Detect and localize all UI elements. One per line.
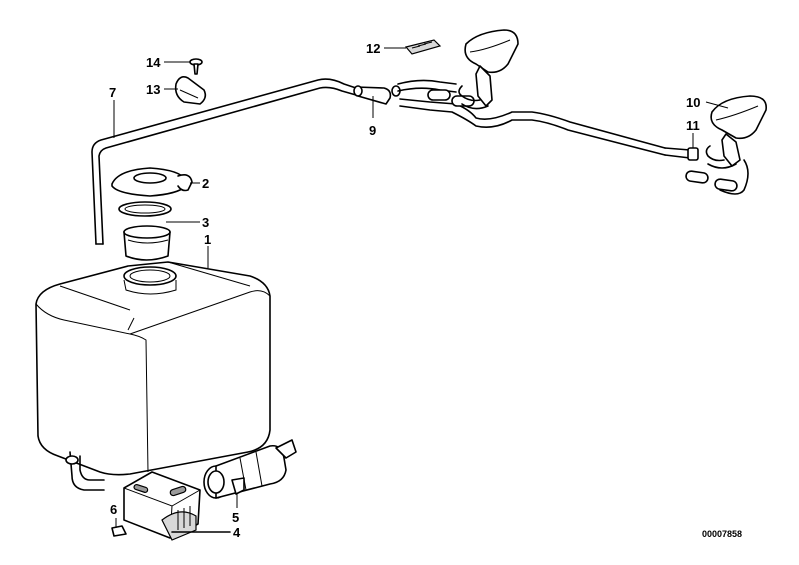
- label-6: 6: [110, 502, 117, 517]
- label-2: 2: [202, 176, 209, 191]
- sieve-3: [123, 225, 171, 261]
- label-14: 14: [146, 55, 161, 70]
- clip-13: [174, 76, 207, 105]
- leader-lines: [113, 47, 729, 528]
- connector-9: [353, 85, 401, 105]
- label-12: 12: [366, 41, 380, 56]
- grommet-11: [687, 147, 699, 161]
- grommet-6: [111, 525, 127, 537]
- label-1: 1: [204, 232, 211, 247]
- label-4: 4: [233, 525, 241, 540]
- pump-5: [203, 439, 297, 499]
- bracket-4: [123, 471, 231, 541]
- label-13: 13: [146, 82, 160, 97]
- hose-7: [91, 78, 357, 245]
- label-10: 10: [686, 95, 700, 110]
- nozzle-upper: [458, 29, 519, 110]
- reservoir-1: [35, 261, 271, 491]
- label-3: 3: [202, 215, 209, 230]
- labels: 14 13 7 12 9 10 11 2 3 1 5 6 4 00007858: [109, 41, 742, 540]
- label-9: 9: [369, 123, 376, 138]
- clip-12: [404, 39, 442, 55]
- label-7: 7: [109, 85, 116, 100]
- reference-number: 00007858: [702, 529, 742, 539]
- nozzle-10: [705, 95, 767, 195]
- label-11: 11: [686, 118, 700, 133]
- cap-2: [111, 167, 193, 217]
- hose-connectors: [427, 89, 738, 192]
- label-5: 5: [232, 510, 239, 525]
- rivet-14: [189, 58, 203, 75]
- hose-branch: [397, 79, 691, 159]
